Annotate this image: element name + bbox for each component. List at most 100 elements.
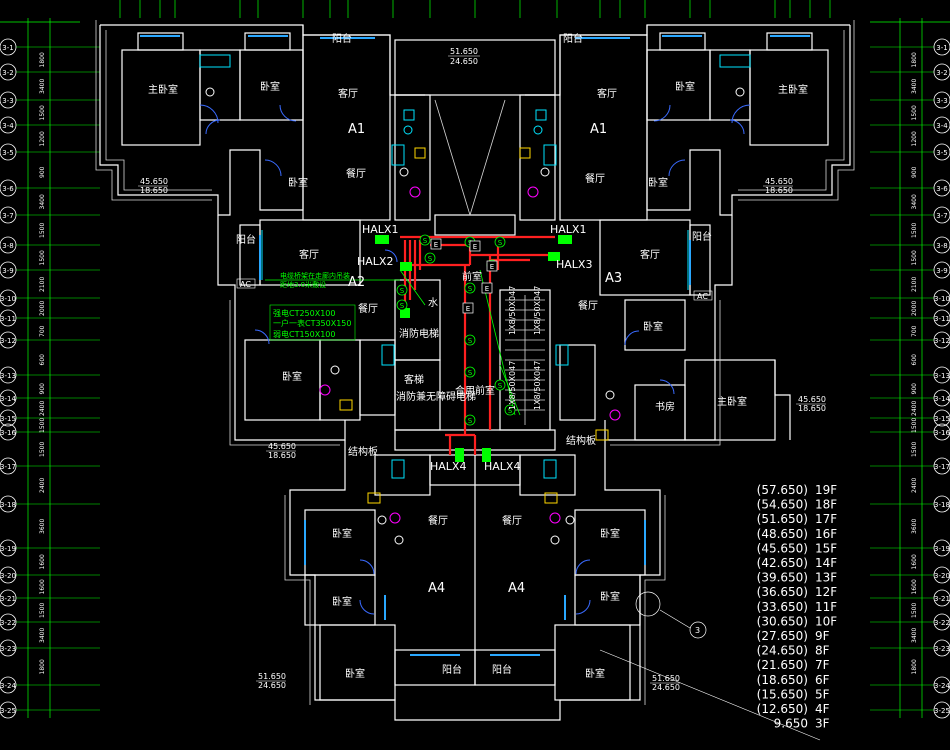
right-axis-label: 3-3 <box>936 97 947 105</box>
right-dimension: 1800 <box>911 659 918 674</box>
room-bed-tl: 卧室 <box>260 80 280 93</box>
meter-label: E <box>473 243 477 251</box>
elev-ra1-2: 18.650 <box>765 186 793 195</box>
halx1-left: HALX1 <box>362 223 398 236</box>
elev-top-1: 51.650 <box>450 47 478 56</box>
switch-label: S <box>400 287 405 295</box>
room-dining-a4l: 餐厅 <box>428 514 448 527</box>
elev-ra3-2: 18.650 <box>798 404 826 413</box>
switch-label: S <box>468 337 473 345</box>
switch-label: S <box>498 239 503 247</box>
meter-label-3: 1X8/50X047 <box>508 361 517 410</box>
left-axis-bubble <box>0 38 17 56</box>
tray-strong: 强电CT250X100 <box>273 308 336 318</box>
right-axis-label: 3-9 <box>936 267 947 275</box>
right-dimension: 2100 <box>911 277 918 292</box>
room-bed-a4l3: 卧室 <box>345 667 365 680</box>
right-axis-bubbles: 3-13-23-33-43-53-63-73-83-93-103-113-123… <box>870 38 950 719</box>
left-axis-bubble <box>0 676 17 694</box>
left-dimension: 2100 <box>39 277 46 292</box>
room-corridor: 合用前室 <box>455 384 495 397</box>
left-dimension: 3400 <box>39 628 46 643</box>
right-axis-bubble <box>933 389 950 407</box>
room-water-core: 水 <box>428 297 438 309</box>
elev-la2-1: 45.650 <box>268 442 296 451</box>
left-axis-bubble <box>0 495 17 513</box>
floor-number: 10F <box>815 614 837 628</box>
right-axis-label: 3-21 <box>934 595 950 603</box>
switch-circle <box>494 379 506 391</box>
right-axis-bubble <box>933 309 950 327</box>
right-dimension: 1600 <box>911 554 918 569</box>
left-axis-bubble <box>0 457 17 475</box>
right-axis-bubble <box>933 676 950 694</box>
right-dimension: 1600 <box>911 579 918 594</box>
left-axis-label: 3-5 <box>2 149 13 157</box>
ac-units: AC AC <box>236 278 713 301</box>
switch-label: S <box>508 407 513 415</box>
halx1-right: HALX1 <box>550 223 586 236</box>
room-bed-a4l1: 卧室 <box>332 527 352 540</box>
room-fire-elevator: 消防电梯 <box>399 327 439 340</box>
left-axis-label: 3-17 <box>0 463 16 471</box>
right-axis-bubble <box>933 566 950 584</box>
right-axis-label: 3-7 <box>936 212 947 220</box>
room-study-a3: 书房 <box>655 400 675 413</box>
left-axis-label: 3-18 <box>0 501 16 509</box>
right-axis-label: 3-25 <box>934 707 950 715</box>
left-dimension: 900 <box>39 166 46 178</box>
left-axis-label: 3-11 <box>0 315 16 323</box>
left-dimension: 1800 <box>39 659 46 674</box>
right-axis-bubble <box>933 331 950 349</box>
meter-label: E <box>434 241 438 249</box>
right-axis-bubble <box>933 63 950 81</box>
floor-elevation: (30.650) <box>757 614 808 628</box>
elev-br-2: 24.650 <box>652 683 680 692</box>
room-bed-a4l2: 卧室 <box>332 595 352 608</box>
right-dimension: 3400 <box>911 194 918 209</box>
floor-elevation: (51.650) <box>757 512 808 526</box>
room-labels: 主卧室 卧室 客厅 餐厅 卧室 阳台 主卧室 卧室 客厅 餐厅 卧室 阳台 阳台… <box>148 32 808 680</box>
left-axis-label: 3-1 <box>2 44 13 52</box>
right-dimension: 1200 <box>911 131 918 146</box>
right-dimension: 1500 <box>911 603 918 618</box>
left-axis-bubble <box>0 236 17 254</box>
left-axis-label: 3-22 <box>0 619 16 627</box>
left-axis-bubble <box>0 423 17 441</box>
room-elevator2: 客梯 <box>404 373 424 386</box>
right-axis-bubble <box>933 589 950 607</box>
left-axis-bubble <box>0 701 17 719</box>
room-bed-a4r3: 卧室 <box>585 667 605 680</box>
floor-number: 4F <box>815 702 830 716</box>
halx3: HALX3 <box>556 258 592 271</box>
right-axis-label: 3-24 <box>934 682 950 690</box>
right-axis-bubble <box>933 116 950 134</box>
right-axis-label: 3-15 <box>934 415 950 423</box>
floor-number: 3F <box>815 717 830 731</box>
switch-circle <box>494 236 506 248</box>
floor-number: 8F <box>815 644 830 658</box>
left-dimension: 1500 <box>39 418 46 433</box>
halx-labels: HALX1 HALX1 HALX2 HALX3 HALX4 HALX4 <box>357 223 592 473</box>
elev-top-2: 24.650 <box>450 57 478 66</box>
left-dimension: 3600 <box>39 519 46 534</box>
top-grid-ticks <box>119 0 831 18</box>
room-living-a3: 客厅 <box>640 248 660 261</box>
meter-label: E <box>466 305 470 313</box>
room-balcony-a4r: 阳台 <box>492 663 512 676</box>
switch-circle <box>464 414 476 426</box>
room-dining-a4r: 餐厅 <box>502 514 522 527</box>
ac-label-left: AC <box>240 280 251 289</box>
elev-bl-2: 24.650 <box>258 681 286 690</box>
right-axis-bubble <box>933 639 950 657</box>
left-axis-label: 3-8 <box>2 242 13 250</box>
elev-la2-2: 18.650 <box>268 451 296 460</box>
floor-elevation: (48.650) <box>757 527 808 541</box>
floor-elevation: (57.650) <box>757 483 808 497</box>
floor-elevation: (36.650) <box>757 585 808 599</box>
room-master-bed-tl: 主卧室 <box>148 83 178 96</box>
right-axis-bubble <box>933 143 950 161</box>
floor-number: 12F <box>815 585 837 599</box>
floor-elevation: (24.650) <box>757 644 808 658</box>
left-axis-label: 3-16 <box>0 429 16 437</box>
